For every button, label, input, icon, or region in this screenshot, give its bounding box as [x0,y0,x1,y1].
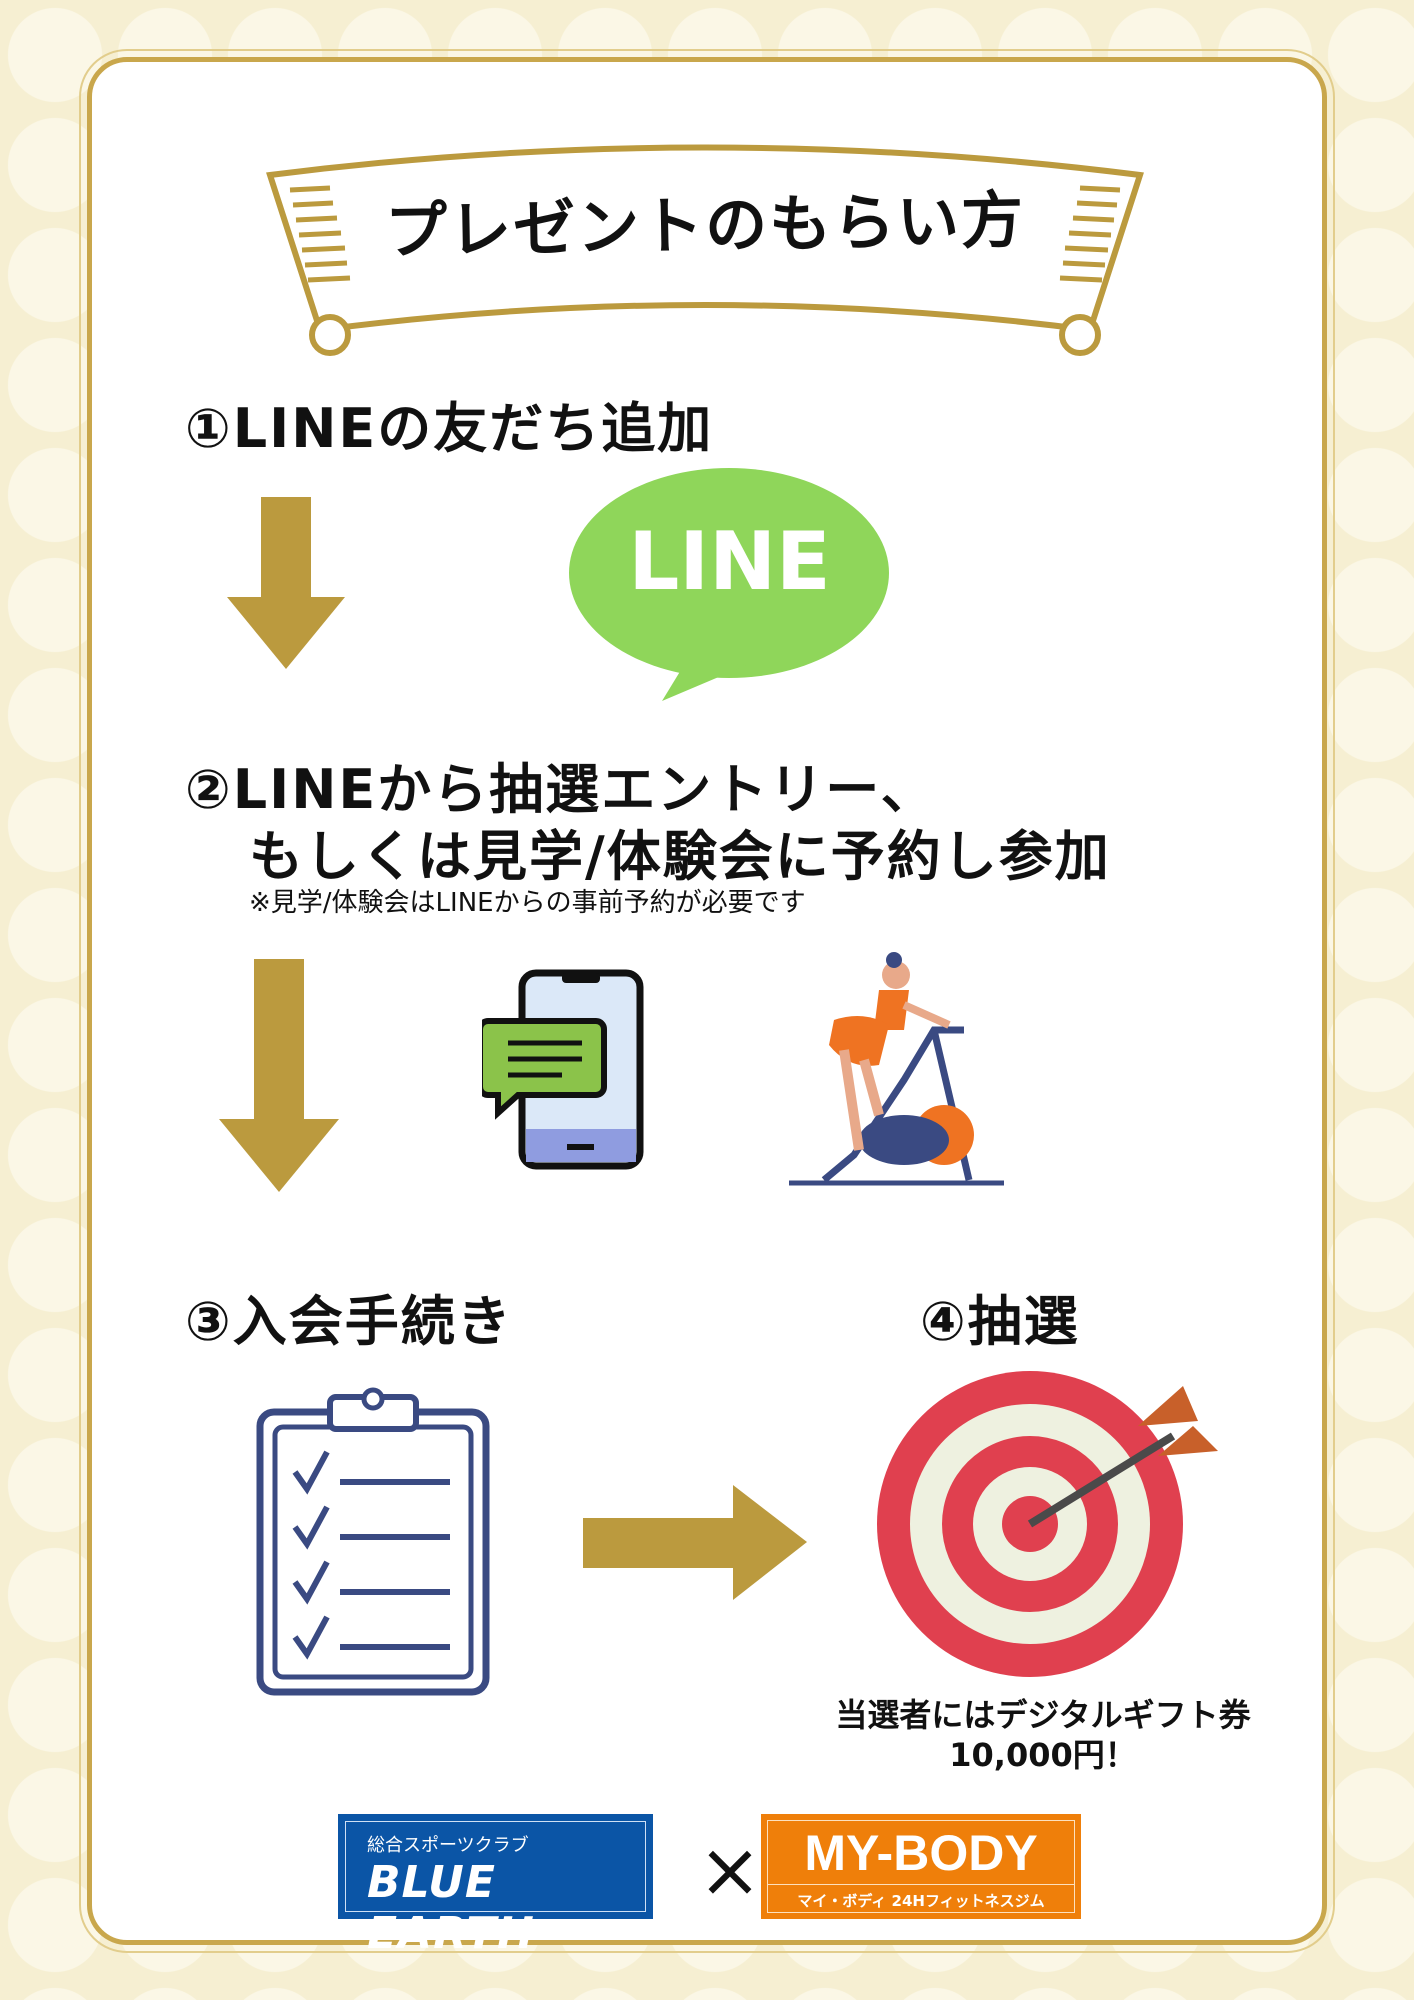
blue-earth-logo: 総合スポーツクラブ BLUE EARTH [338,1814,653,1959]
cross-mark: × [698,1825,762,1914]
step2-heading-line2: もしくは見学/体験会に予約し参加 [249,825,1111,888]
line-logo-text: LINE [628,515,831,608]
step2-heading-line1: ②LINEから抽選エントリー、 [185,758,937,821]
blue-earth-subtitle: 総合スポーツクラブ [367,1835,529,1856]
page-title: プレゼントのもらい方 [384,183,1026,268]
step3-heading: ③入会手続き [185,1290,513,1353]
exercise-bike-icon [789,952,1004,1186]
step1-heading: ①LINEの友だち追加 [185,397,714,460]
my-body-subtitle: マイ・ボディ 24Hフィットネスジム [797,1892,1045,1910]
right-arrow-icon [583,1485,807,1600]
scroll-banner [266,144,1144,356]
smartphone-chat-icon [482,969,644,1170]
my-body-logo: MY-BODY マイ・ボディ 24Hフィットネスジム [761,1814,1081,1919]
line-bubble-icon [569,468,889,701]
down-arrow-icon [227,497,345,669]
blue-earth-name: BLUE EARTH [367,1857,535,1959]
my-body-name: MY-BODY [804,1825,1038,1881]
step2-note: ※見学/体験会はLINEからの事前予約が必要です [249,888,806,918]
prize-line1: 当選者にはデジタルギフト券 [835,1696,1251,1734]
clipboard-checklist-icon [256,1387,490,1696]
prize-amount: 10,000円！ [949,1736,1137,1774]
prize-text: 当選者にはデジタルギフト券 10,000円！ [773,1695,1313,1775]
down-arrow-icon [219,959,339,1192]
target-icon [877,1371,1218,1677]
step4-heading: ④抽選 [920,1290,1080,1353]
